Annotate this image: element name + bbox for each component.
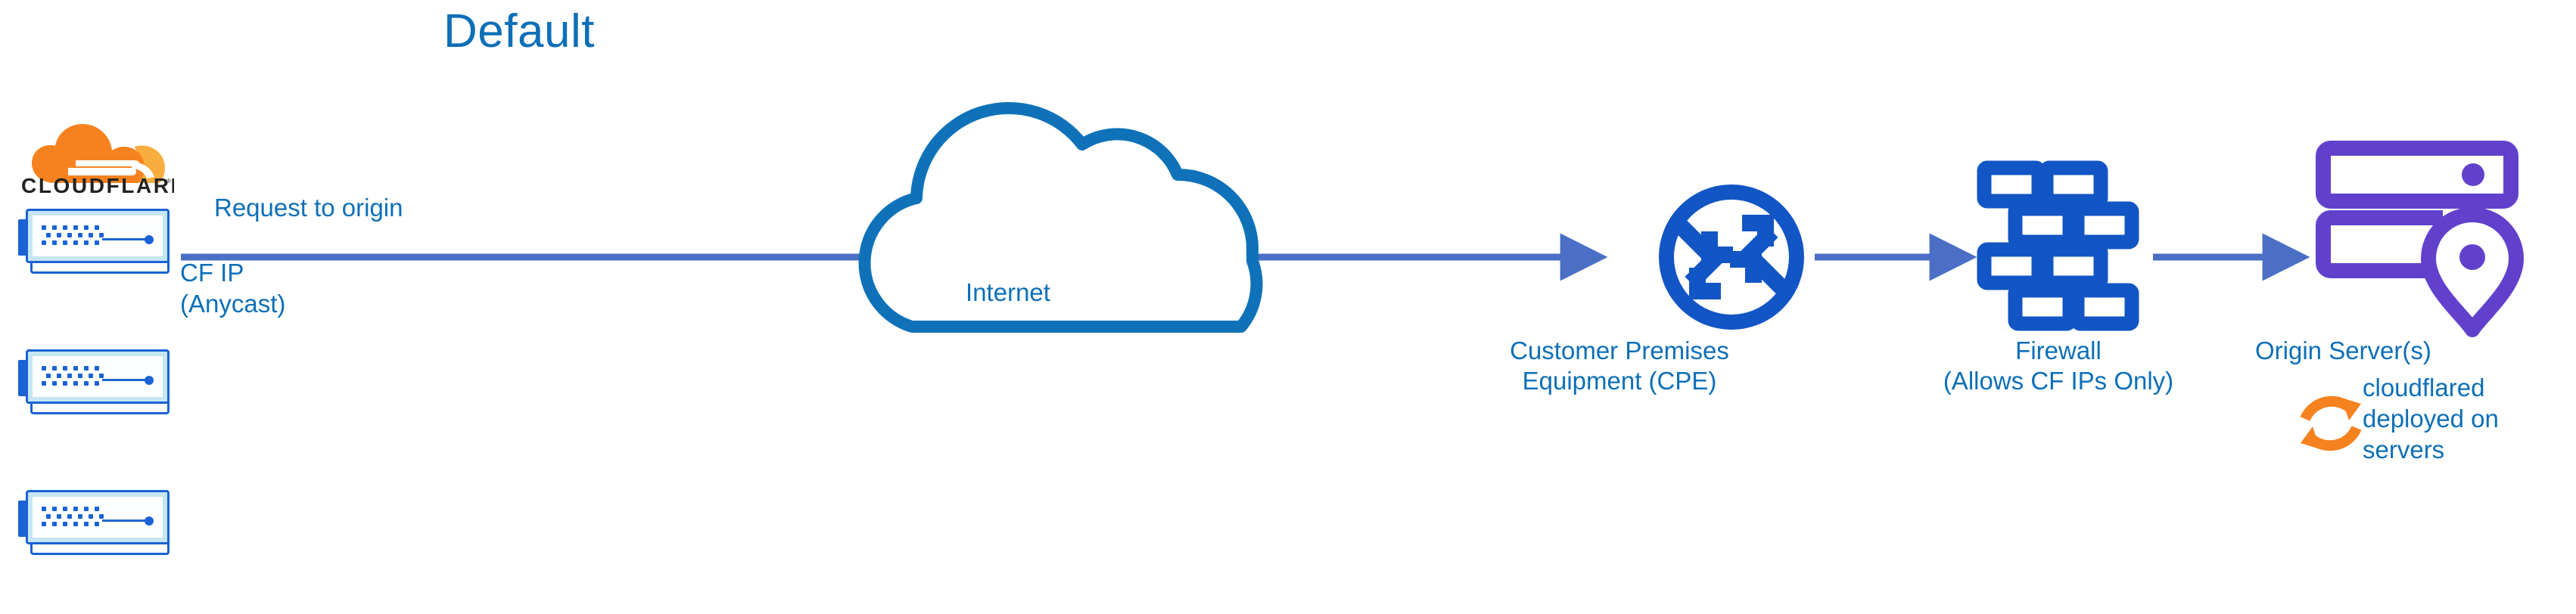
cpe-label: Customer Premises Equipment (CPE)	[1510, 336, 1729, 395]
request-to-origin-label: Request to origin	[214, 194, 403, 222]
cloudflare-edge-server-3	[18, 490, 170, 555]
origin-server-label: Origin Server(s)	[2255, 336, 2431, 364]
server-faceplate	[33, 216, 163, 256]
server-led-indicator	[145, 235, 154, 244]
server-body	[26, 490, 170, 544]
cloud-icon	[858, 101, 1263, 333]
server-status-line	[102, 379, 148, 381]
server-vent-grid	[42, 366, 104, 389]
router-icon	[1659, 185, 1804, 330]
server-led-indicator	[145, 376, 154, 385]
server-faceplate	[33, 356, 163, 397]
server-faceplate	[33, 497, 163, 538]
server-body	[26, 349, 170, 404]
server-led-indicator	[145, 516, 154, 526]
cloudflared-annotation-label: cloudflared deployed on servers	[2363, 374, 2499, 464]
page-title: Default	[443, 5, 595, 57]
server-vent-grid	[42, 225, 104, 248]
refresh-cycle-icon	[2300, 395, 2362, 451]
server-body	[26, 209, 170, 263]
cloudflare-wordmark-text: CLOUDFLARE	[21, 174, 174, 197]
cloudflare-wordmark: CLOUDFLARE ®	[21, 172, 185, 198]
firewall-label: Firewall (Allows CF IPs Only)	[1943, 336, 2174, 395]
cloudflare-edge-server-2	[18, 349, 170, 414]
cloudflare-logo	[21, 113, 173, 197]
brick-wall-icon	[1977, 160, 2139, 331]
server-vent-grid	[42, 507, 104, 529]
internet-label: Internet	[966, 278, 1050, 306]
cloudflare-edge-server-1	[18, 209, 170, 274]
cf-ip-anycast-label: CF IP (Anycast)	[180, 259, 286, 318]
server-status-line	[102, 238, 148, 240]
server-status-line	[102, 519, 148, 522]
registered-trademark-symbol: ®	[166, 178, 171, 185]
server-pin-icon	[2316, 141, 2524, 337]
